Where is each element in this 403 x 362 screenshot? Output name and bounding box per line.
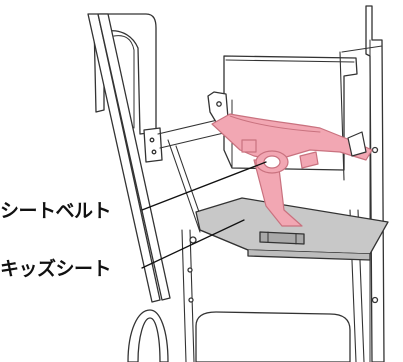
kids-seat-leader [141, 219, 245, 269]
right-frame [339, 5, 385, 362]
seat-belt-label: シートベルト [0, 200, 114, 223]
left-frame [87, 13, 229, 362]
leader-lines [141, 161, 267, 269]
lower-base [195, 311, 351, 362]
kids-seat-label: キッズシート [0, 258, 114, 281]
left-handle [93, 13, 157, 135]
seat-belt [211, 113, 373, 227]
seat-belt-leader [141, 161, 267, 211]
front-wheel [127, 309, 169, 362]
